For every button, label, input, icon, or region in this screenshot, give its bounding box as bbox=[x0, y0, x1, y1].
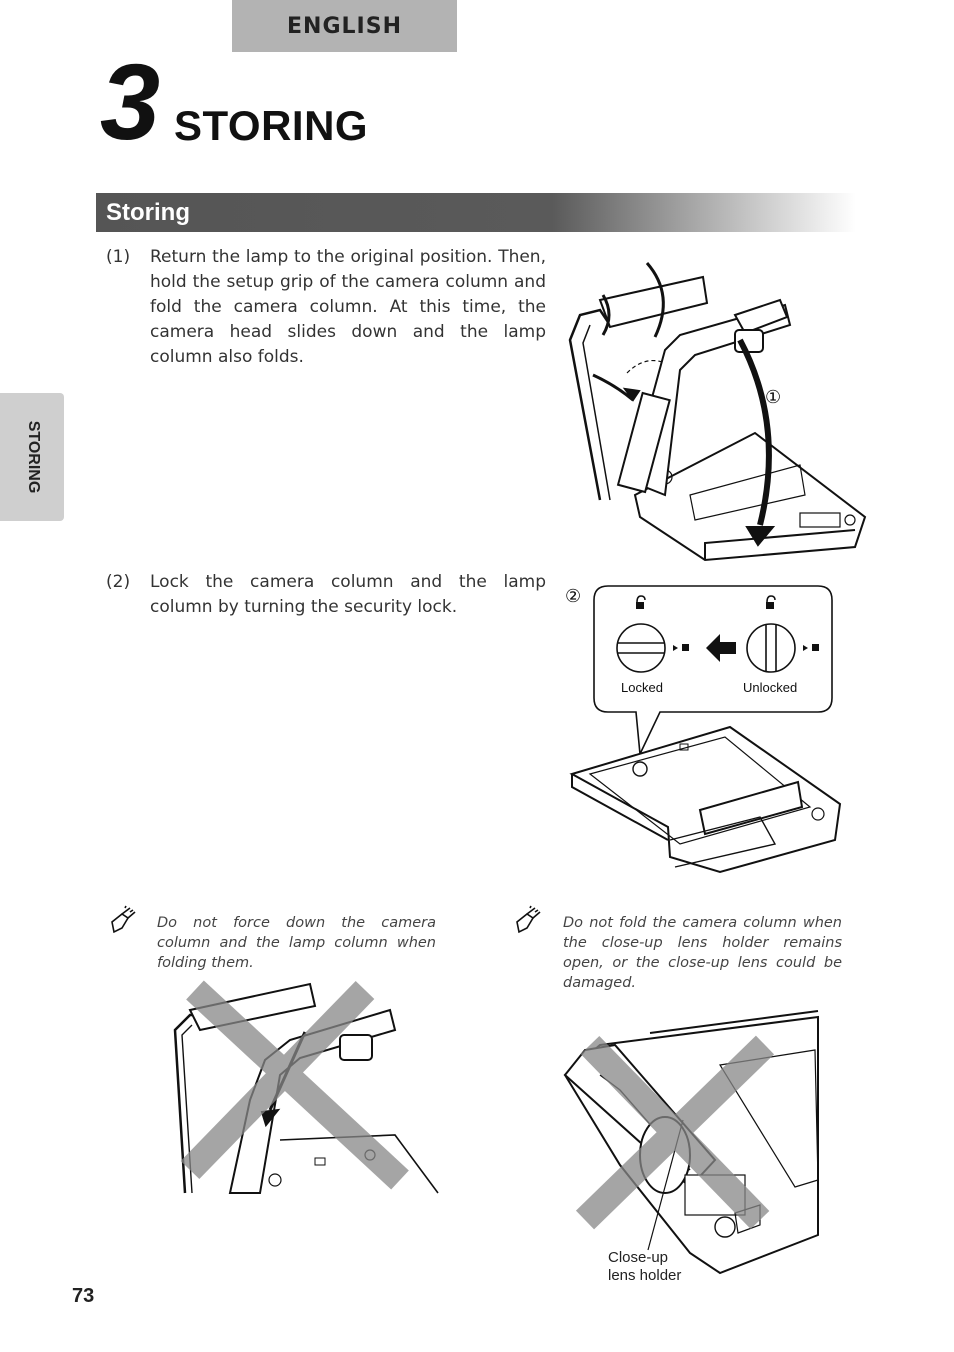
step-number: (2) bbox=[106, 572, 131, 592]
section-title: Storing bbox=[106, 198, 190, 226]
language-label: ENGLISH bbox=[287, 13, 402, 39]
step-number: (1) bbox=[106, 247, 131, 267]
note-icon bbox=[111, 905, 136, 934]
callout-line-2: lens holder bbox=[608, 1267, 681, 1284]
unlocked-label: Unlocked bbox=[743, 680, 797, 695]
side-tab: STORING bbox=[0, 393, 64, 521]
figure-wrong-lens-holder: Close-up lens holder bbox=[563, 1010, 819, 1284]
figure-folding-camera: ① bbox=[568, 262, 867, 562]
callout-line-1: Close-up bbox=[608, 1249, 668, 1266]
step-text: Return the lamp to the original position… bbox=[150, 247, 546, 367]
figure-security-lock: ② Locked Unlocked bbox=[565, 585, 842, 874]
step-2: (2) Lock the camera column and the lamp … bbox=[106, 570, 546, 620]
figure-2-marker: ② bbox=[565, 586, 581, 606]
locked-label: Locked bbox=[621, 680, 663, 695]
figure-1-marker: ① bbox=[765, 387, 781, 407]
side-tab-label: STORING bbox=[25, 420, 42, 494]
step-1: (1) Return the lamp to the original posi… bbox=[106, 245, 546, 370]
step-text: Lock the camera column and the lamp colu… bbox=[150, 572, 546, 617]
chapter-title: STORING bbox=[174, 102, 369, 149]
page-number: 73 bbox=[72, 1285, 95, 1307]
note-icon bbox=[516, 905, 541, 934]
chapter-number: 3 bbox=[100, 41, 161, 162]
note-1-text: Do not force down the camera column and … bbox=[157, 915, 436, 971]
language-tab: ENGLISH bbox=[232, 0, 457, 52]
section-heading-bar: Storing bbox=[96, 193, 856, 232]
note-2-text: Do not fold the camera column when the c… bbox=[563, 915, 842, 991]
figure-wrong-force-fold bbox=[173, 980, 439, 1194]
